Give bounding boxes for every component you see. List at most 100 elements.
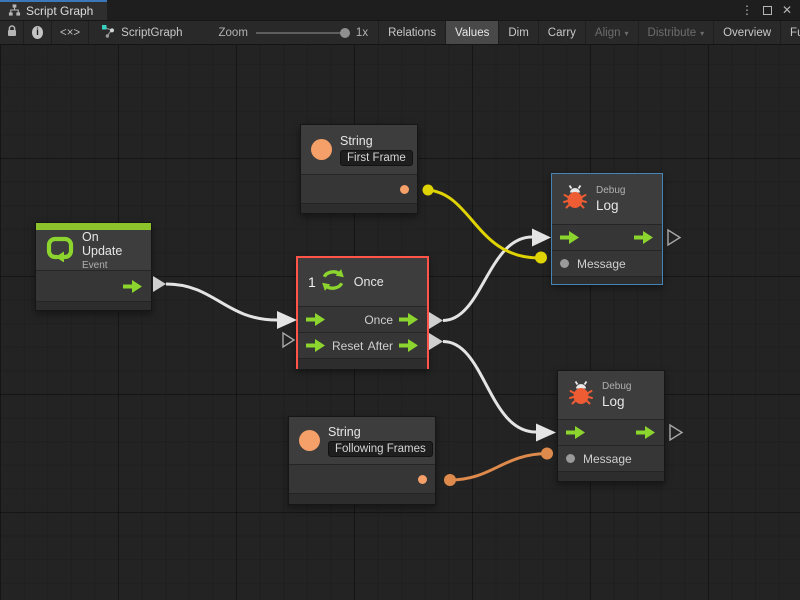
toolbar-button-fullscreen[interactable]: Full Screen (781, 21, 800, 44)
toolbar-button-carry[interactable]: Carry (539, 21, 586, 44)
zoom-slider[interactable] (255, 27, 350, 38)
flow-input-port[interactable] (306, 313, 326, 326)
wire-string-to-message-top[interactable] (427, 188, 539, 260)
toolbar-button-align[interactable]: Align▾ (586, 21, 639, 44)
button-label: Relations (388, 26, 437, 39)
window-close-icon[interactable]: ✕ (781, 3, 792, 17)
port-label: Message (583, 451, 632, 466)
flow-output-port[interactable] (399, 313, 419, 326)
flow-input-port[interactable] (560, 231, 580, 244)
value-input-port[interactable] (566, 454, 575, 463)
window-tab-bar: Script Graph ⋮ ✕ (0, 0, 800, 20)
update-loop-icon (46, 234, 74, 267)
node-string-first-frame[interactable]: String First Frame (300, 124, 418, 214)
wire-endpoint-dot (541, 447, 553, 460)
node-footer (552, 276, 662, 284)
window-controls: ⋮ ✕ (741, 0, 800, 20)
once-cycle-icon (320, 267, 346, 298)
string-value-input[interactable]: First Frame (340, 149, 413, 166)
port-empty-triangle[interactable] (667, 228, 682, 247)
zoom-value: 1x (355, 26, 369, 39)
node-title: String (340, 133, 373, 148)
wire-endpoint-dot (422, 184, 434, 196)
node-title: On Update (82, 229, 123, 258)
wire-onupdate-to-once[interactable] (165, 282, 278, 322)
graph-hierarchy-icon (8, 3, 21, 19)
node-once[interactable]: 1 Once Once Reset After (296, 256, 429, 369)
node-footer (289, 493, 435, 504)
string-literal-icon (311, 139, 332, 160)
zoom-slider-handle[interactable] (339, 27, 350, 38)
button-label: Carry (547, 26, 576, 39)
wire-arrowhead (536, 423, 556, 442)
bug-icon (562, 184, 588, 215)
node-title: Log (602, 394, 625, 409)
graph-breadcrumb[interactable]: ScriptGraph (89, 21, 190, 44)
toolbar-button-overview[interactable]: Overview (714, 21, 782, 44)
flow-output-port[interactable] (634, 231, 654, 244)
node-subtitle: Event (82, 259, 108, 271)
node-footer (301, 203, 417, 213)
wire-string-to-message-bottom[interactable] (449, 452, 548, 482)
node-debug-log-top[interactable]: Debug Log Message (551, 173, 663, 285)
button-label: Align (594, 26, 621, 39)
toolbar-button-relations[interactable]: Relations (378, 21, 447, 44)
string-literal-icon (299, 430, 320, 451)
node-string-following-frames[interactable]: String Following Frames (288, 416, 436, 505)
node-footer (36, 301, 151, 310)
script-graph-icon (101, 24, 115, 41)
info-icon: i (32, 26, 43, 39)
node-title: Log (596, 198, 619, 213)
string-output-port[interactable] (400, 184, 409, 194)
window-menu-icon[interactable]: ⋮ (740, 3, 753, 17)
string-output-port[interactable] (418, 474, 427, 484)
toolbar-button-distribute[interactable]: Distribute▾ (639, 21, 715, 44)
flow-output-port[interactable] (636, 426, 656, 439)
node-category: Debug (602, 381, 632, 392)
bug-icon (568, 380, 594, 411)
node-footer (298, 358, 427, 369)
button-label: Full Screen (790, 26, 800, 39)
flow-input-port[interactable] (566, 426, 586, 439)
port-connected-triangle[interactable] (429, 333, 443, 350)
wire-once-to-debugbottom[interactable] (442, 340, 537, 434)
lock-icon (7, 25, 17, 40)
graph-canvas[interactable]: On Update Event String First Frame (0, 45, 800, 600)
port-empty-triangle[interactable] (669, 423, 684, 442)
port-label: Message (577, 256, 626, 271)
flow-input-port[interactable] (306, 339, 326, 352)
window-maximize-icon[interactable] (762, 5, 772, 15)
port-connected-triangle[interactable] (153, 276, 166, 292)
flow-output-port[interactable] (123, 279, 143, 293)
flow-output-port[interactable] (399, 339, 419, 352)
toolbar-button-values[interactable]: Values (446, 21, 500, 44)
wire-endpoint-dot (535, 251, 547, 264)
toolbar-button-dim[interactable]: Dim (499, 21, 539, 44)
lock-button[interactable] (0, 21, 24, 44)
string-value-input[interactable]: Following Frames (328, 440, 433, 457)
wire-arrowhead (277, 311, 297, 329)
once-count: 1 (308, 274, 316, 290)
node-title: Once (353, 275, 384, 289)
wire-once-to-debugtop[interactable] (442, 235, 533, 322)
code-icon: <×> (60, 26, 81, 39)
code-preview-toggle[interactable]: <×> (52, 21, 90, 44)
event-color-strip (36, 223, 151, 230)
info-button[interactable]: i (24, 21, 52, 44)
port-empty-triangle[interactable] (282, 331, 296, 349)
node-on-update[interactable]: On Update Event (35, 222, 152, 311)
node-title: String (328, 424, 361, 439)
port-label: Reset (332, 338, 364, 353)
wire-endpoint-dot (444, 474, 456, 486)
port-label: After (367, 338, 393, 353)
graph-name: ScriptGraph (121, 26, 183, 39)
chevron-down-icon: ▾ (700, 29, 705, 38)
node-debug-log-bottom[interactable]: Debug Log Message (557, 370, 665, 482)
port-label: Once (364, 312, 393, 327)
value-input-port[interactable] (560, 259, 569, 268)
button-label: Dim (508, 26, 529, 39)
tab-script-graph[interactable]: Script Graph (0, 0, 108, 20)
port-connected-triangle[interactable] (429, 312, 443, 329)
chevron-down-icon: ▾ (624, 29, 629, 38)
